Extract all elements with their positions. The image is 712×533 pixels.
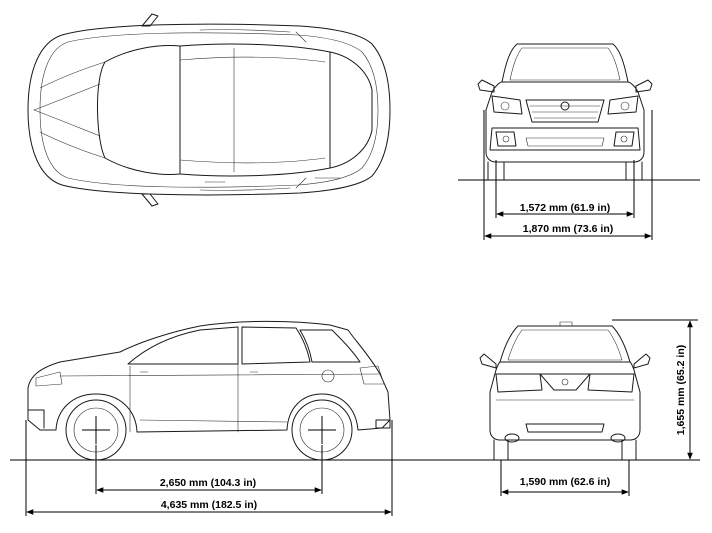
side-view [27, 320, 391, 461]
rear-view [479, 321, 651, 461]
dimension-overall-height: 1,655 mm (65.2 in) [612, 319, 698, 461]
rear-track-label: 1,590 mm (62.6 in) [520, 476, 610, 488]
wheelbase-label: 2,650 mm (104.3 in) [160, 477, 256, 489]
top-view [27, 13, 391, 207]
dimension-overall-width: 1,870 mm (73.6 in) [483, 110, 653, 240]
overall-length-label: 4,635 mm (182.5 in) [161, 499, 257, 511]
dimension-wheelbase: 2,650 mm (104.3 in) [95, 445, 323, 494]
front-track-label: 1,572 mm (61.9 in) [520, 202, 610, 214]
overall-height-label: 1,655 mm (65.2 in) [675, 345, 687, 435]
front-view [477, 43, 653, 181]
dimension-overall-length: 4,635 mm (182.5 in) [25, 420, 393, 516]
dimension-front-track: 1,572 mm (61.9 in) [495, 160, 635, 218]
overall-width-label: 1,870 mm (73.6 in) [523, 223, 613, 235]
dimension-rear-track: 1,590 mm (62.6 in) [500, 460, 630, 496]
